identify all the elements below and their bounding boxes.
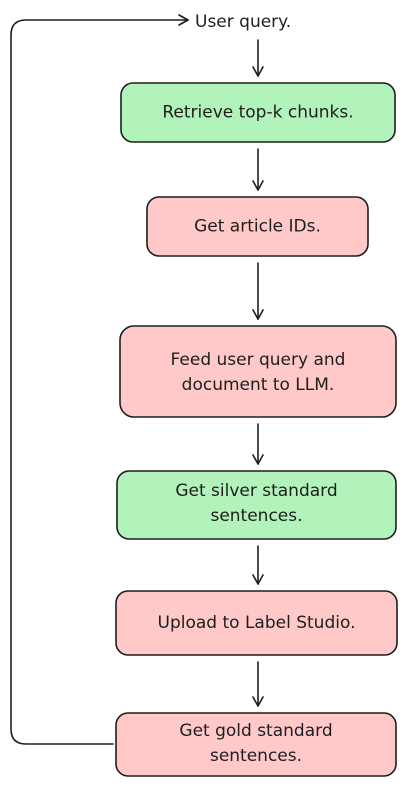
step-box: [115, 712, 397, 777]
step-retrieve-chunks: Retrieve top-k chunks.: [120, 82, 396, 143]
step-box: [146, 196, 369, 257]
step-feed-llm: Feed user query and document to LLM.: [119, 325, 397, 418]
step-label-line-1: Upload to Label Studio.: [158, 613, 356, 633]
step-label-line-1: Get silver standard: [175, 481, 337, 501]
step-label-line-2: document to LLM.: [182, 375, 335, 395]
step-label-line-1: Feed user query and: [171, 350, 346, 370]
step-box: [116, 470, 397, 540]
step-label-line-1: Get article IDs.: [194, 217, 321, 237]
step-label-line-1: Get gold standard: [179, 721, 332, 741]
step-box: [115, 590, 398, 656]
step-label-line-2: sentences.: [210, 506, 302, 526]
step-gold-standard: Get gold standard sentences.: [115, 712, 397, 777]
step-box: [119, 325, 397, 418]
step-silver-standard: Get silver standard sentences.: [116, 470, 397, 540]
start-label: User query.: [195, 12, 291, 32]
step-box: [120, 82, 396, 143]
step-label-studio: Upload to Label Studio.: [115, 590, 398, 656]
step-label-line-1: Retrieve top-k chunks.: [162, 103, 353, 123]
step-get-article-ids: Get article IDs.: [146, 196, 369, 257]
step-label-line-2: sentences.: [210, 746, 302, 766]
arrow-loop-back: [10, 14, 189, 745]
